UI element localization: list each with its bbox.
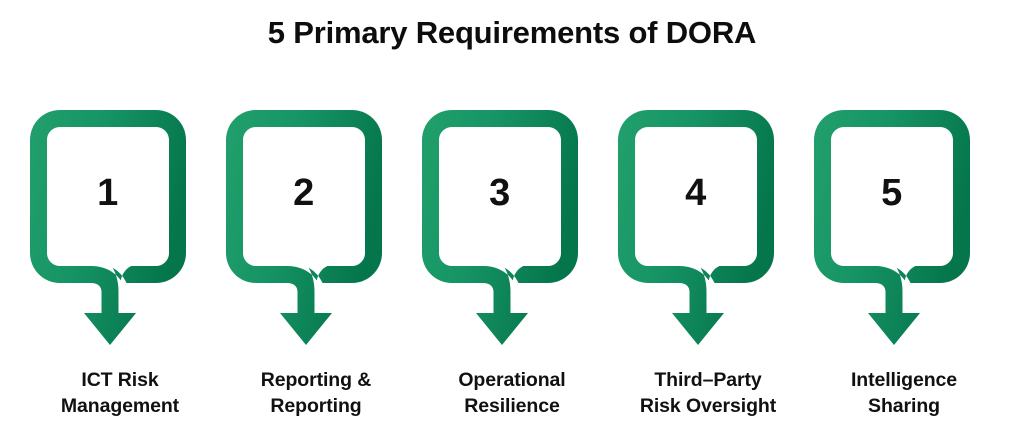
- badge-arrow-icon: [814, 110, 970, 345]
- step-label: Reporting & Reporting: [210, 368, 422, 420]
- step-label-line2: Reporting: [270, 394, 362, 417]
- step-label-line2: Sharing: [868, 394, 940, 417]
- step-badge[interactable]: 3: [422, 110, 602, 355]
- step-label: Third–Party Risk Oversight: [602, 368, 814, 420]
- step-badge[interactable]: 4: [618, 110, 798, 355]
- step-label: ICT Risk Management: [14, 368, 226, 420]
- badge-arrow-icon: [422, 110, 578, 345]
- step-badge[interactable]: 2: [226, 110, 406, 355]
- step-label-line1: Intelligence: [850, 369, 958, 391]
- step-item: 4 Third–Party Risk Oversight: [610, 110, 806, 434]
- page-title: 5 Primary Requirements of DORA: [267, 15, 757, 50]
- step-badge[interactable]: 1: [30, 110, 210, 355]
- badge-arrow-icon: [618, 110, 774, 345]
- step-label-line2: Resilience: [464, 394, 560, 417]
- step-label-line1: ICT Risk: [81, 369, 159, 391]
- badge-arrow-icon: [30, 110, 186, 345]
- step-label-line2: Management: [60, 394, 180, 417]
- steps-row: 1 ICT Risk Management: [0, 110, 1024, 434]
- step-label-line1: Reporting &: [260, 369, 372, 391]
- step-label: Operational Resilience: [406, 368, 618, 420]
- step-label-line1: Operational: [458, 369, 566, 391]
- step-label-line1: Third–Party: [654, 369, 762, 391]
- badge-arrow-icon: [226, 110, 382, 345]
- step-item: 5 Intelligence Sharing: [806, 110, 1002, 434]
- step-label-line2: Risk Oversight: [639, 394, 777, 417]
- step-label: Intelligence Sharing: [798, 368, 1010, 420]
- step-item: 3 Operational Resilience: [414, 110, 610, 434]
- step-badge[interactable]: 5: [814, 110, 994, 355]
- step-item: 2 Reporting & Reporting: [218, 110, 414, 434]
- step-item: 1 ICT Risk Management: [22, 110, 218, 434]
